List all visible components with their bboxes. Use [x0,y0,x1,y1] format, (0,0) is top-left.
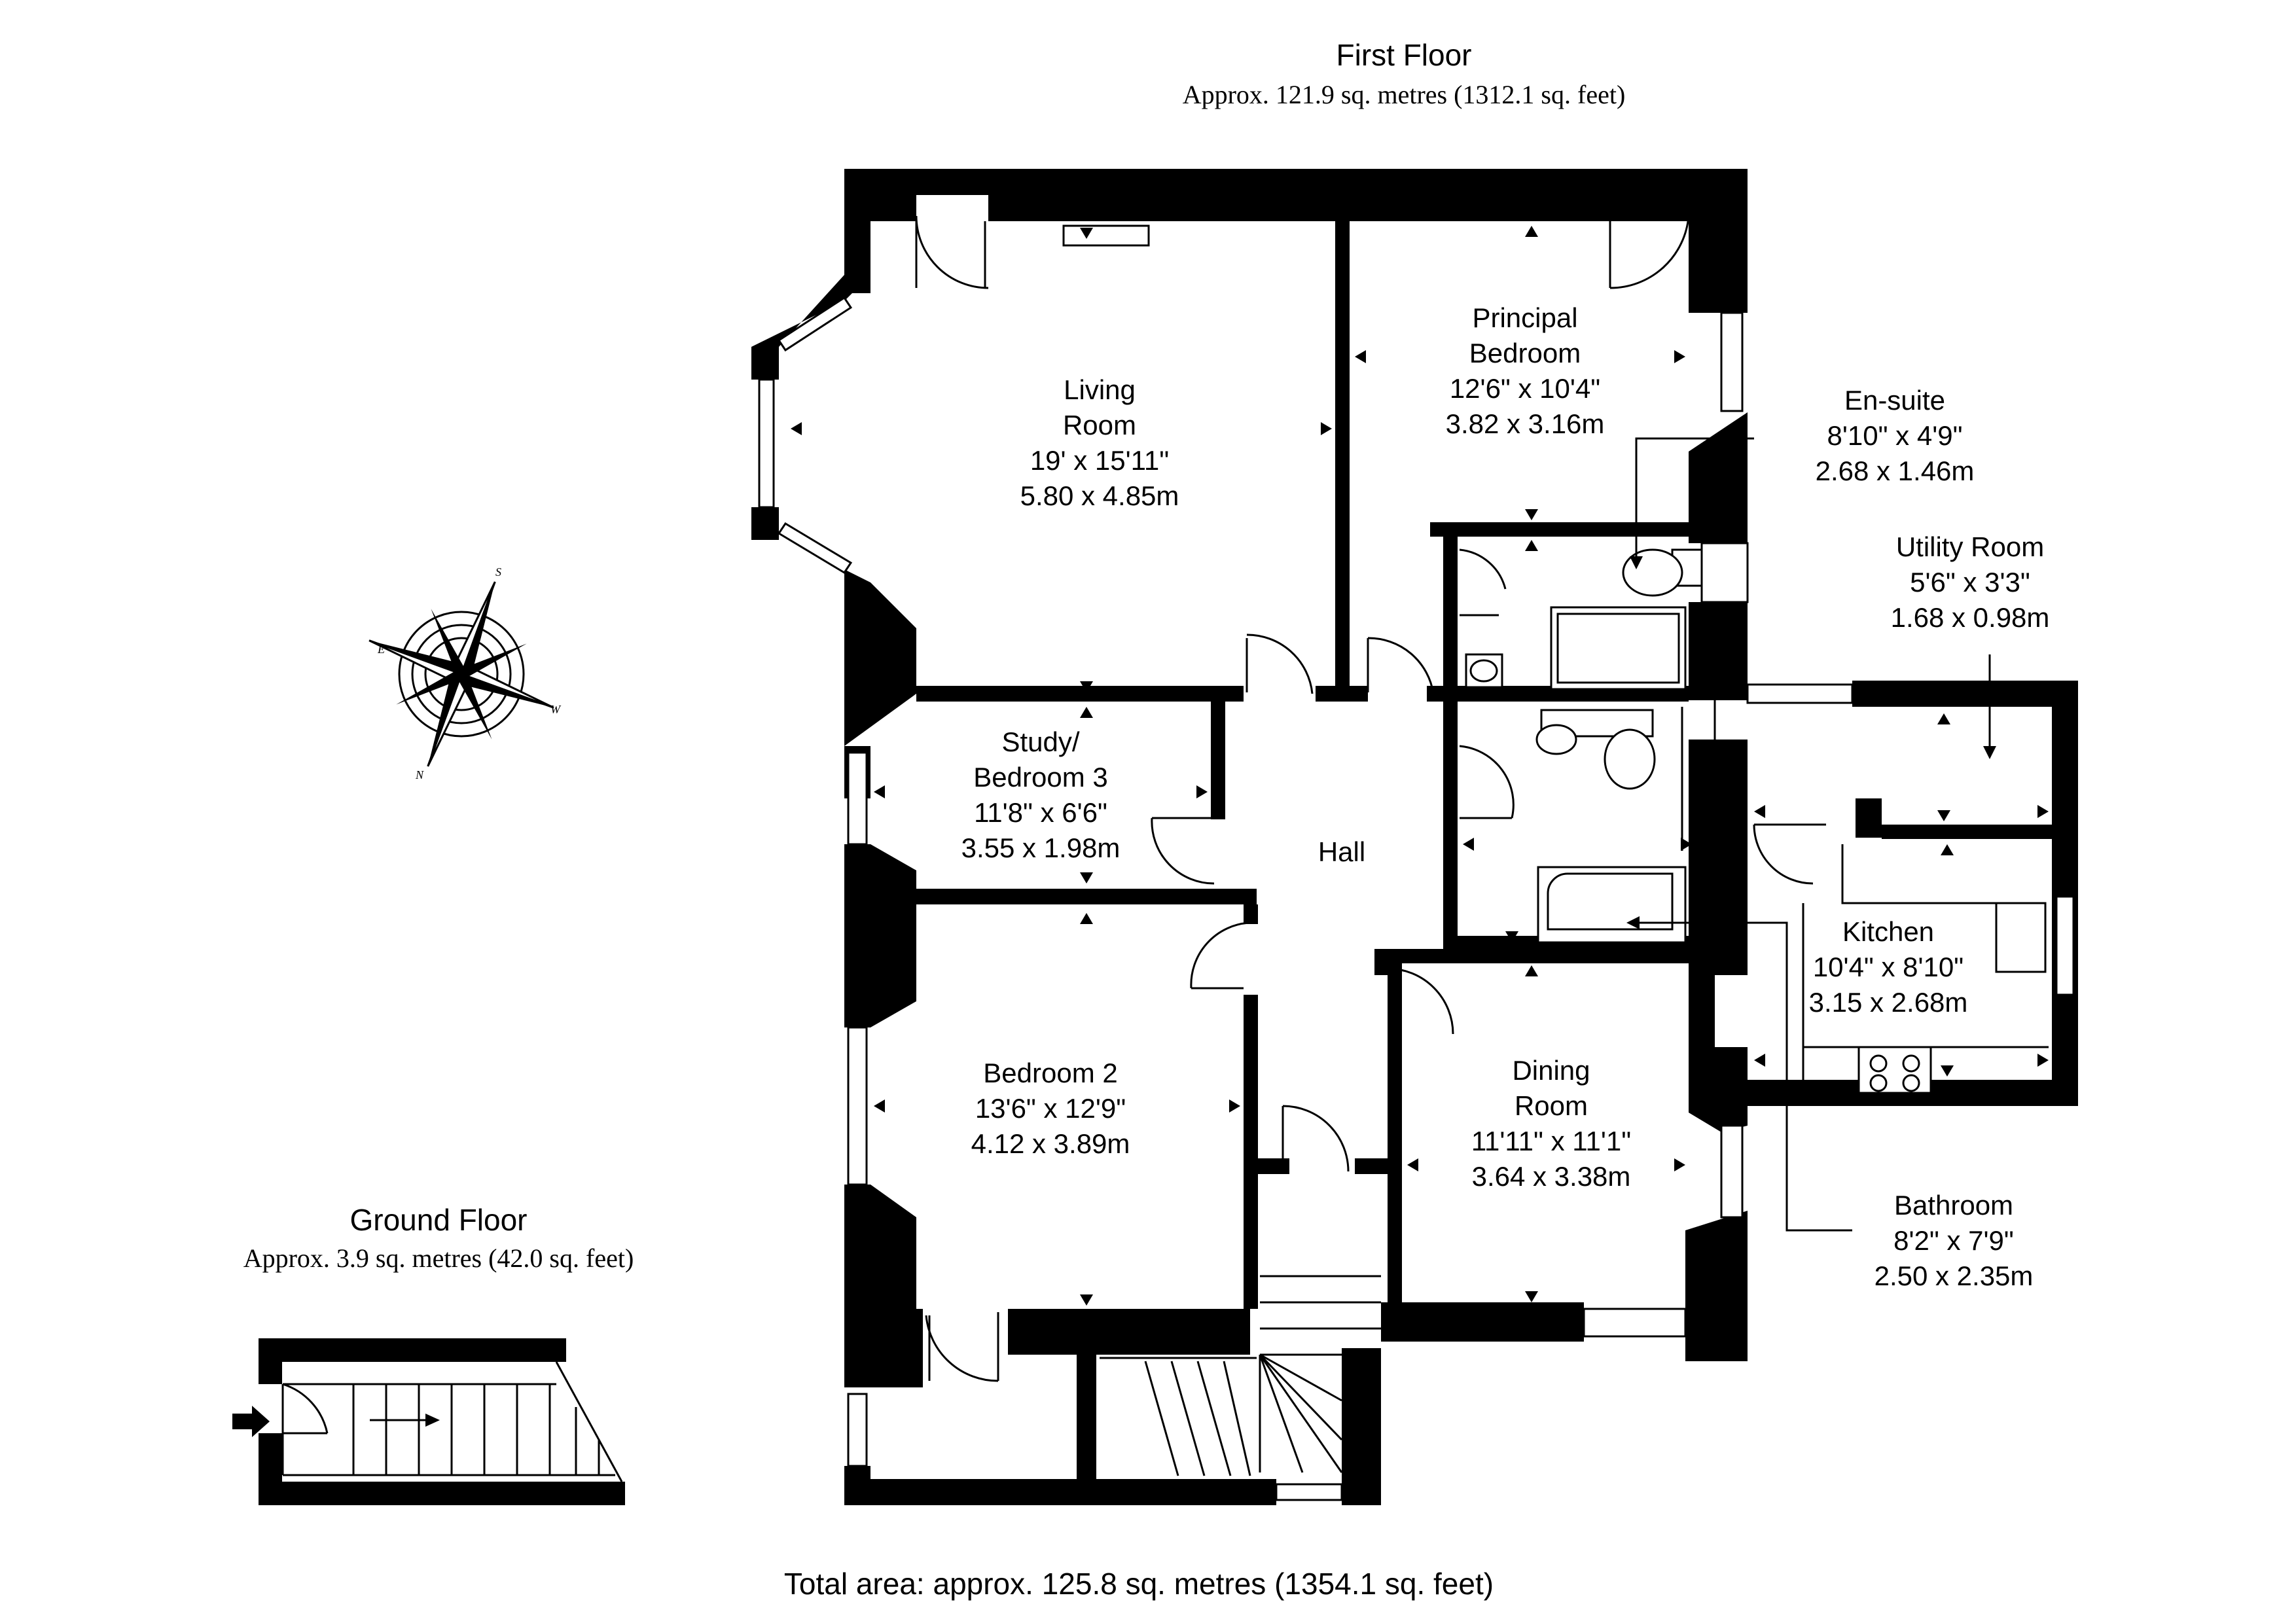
room-name: Hall [1318,836,1365,867]
room-dining: Dining Room 11'11" x 11'1" 3.64 x 3.38m [1471,1055,1631,1192]
room-metric: 3.82 x 3.16m [1446,408,1605,439]
room-imperial: 10'4" x 8'10" [1813,952,1964,982]
compass-label-south: S [495,565,501,579]
ground-floor-stairs [232,1383,600,1475]
room-name: Utility Room [1896,531,2044,562]
room-name-line1: Principal [1472,302,1577,333]
total-area: Total area: approx. 125.8 sq. metres (13… [784,1567,1494,1601]
first-floor-area: Approx. 121.9 sq. metres (1312.1 sq. fee… [1183,80,1626,109]
room-imperial: 11'8" x 6'6" [974,797,1107,828]
fixtures [1062,224,2049,1106]
room-bedroom-2: Bedroom 2 13'6" x 12'9" 4.12 x 3.89m [971,1058,1130,1159]
room-metric: 3.15 x 2.68m [1809,987,1968,1018]
room-name: Bathroom [1894,1190,2013,1221]
room-bathroom: Bathroom 8'2" x 7'9" 2.50 x 2.35m [1874,1190,2034,1291]
compass-label-north: N [415,768,424,781]
doors [915,215,1826,1382]
room-name-line2: Room [1515,1090,1588,1121]
room-name-line1: Study/ [1001,726,1079,757]
first-floor-walls [751,169,2078,1505]
first-floor-title: First Floor [1336,38,1472,72]
room-metric: 3.55 x 1.98m [961,832,1121,863]
room-kitchen: Kitchen 10'4" x 8'10" 3.15 x 2.68m [1809,916,1968,1018]
room-imperial: 8'2" x 7'9" [1893,1225,2014,1256]
room-imperial: 5'6" x 3'3" [1910,567,2030,597]
dimension-markers [791,226,2049,1306]
room-en-suite: En-suite 8'10" x 4'9" 2.68 x 1.46m [1816,385,1975,486]
room-metric: 1.68 x 0.98m [1891,602,2050,633]
room-metric: 4.12 x 3.89m [971,1128,1130,1159]
room-imperial: 8'10" x 4'9" [1827,420,1963,451]
room-name-line1: Dining [1512,1055,1590,1086]
room-name: Kitchen [1842,916,1934,947]
room-metric: 2.68 x 1.46m [1816,455,1975,486]
first-floor-stairs [1100,1275,1381,1476]
leader-lines [1626,437,1996,1232]
ground-floor-walls [259,1338,625,1505]
room-study: Study/ Bedroom 3 11'8" x 6'6" 3.55 x 1.9… [961,726,1121,863]
room-metric: 3.64 x 3.38m [1472,1161,1631,1192]
room-name-line2: Room [1063,410,1136,440]
room-imperial: 19' x 15'11" [1030,445,1169,476]
room-name: Bedroom 2 [983,1058,1117,1088]
room-metric: 5.80 x 4.85m [1020,480,1179,511]
room-imperial: 12'6" x 10'4" [1450,373,1600,404]
room-principal-bedroom: Principal Bedroom 12'6" x 10'4" 3.82 x 3… [1446,302,1605,439]
compass-label-east: E [377,643,385,656]
ground-floor-title: Ground Floor [350,1203,527,1237]
room-name: En-suite [1844,385,1945,416]
room-living: Living Room 19' x 15'11" 5.80 x 4.85m [1020,374,1179,511]
room-metric: 2.50 x 2.35m [1874,1260,2034,1291]
room-utility: Utility Room 5'6" x 3'3" 1.68 x 0.98m [1891,531,2050,633]
room-imperial: 11'11" x 11'1" [1471,1126,1631,1156]
compass-label-west: W [550,703,562,716]
room-hall: Hall [1318,836,1365,867]
room-name-line1: Living [1064,374,1136,405]
room-imperial: 13'6" x 12'9" [975,1093,1126,1124]
compass-rose-icon: S N E W [368,565,562,781]
room-name-line2: Bedroom 3 [973,762,1107,793]
ground-floor-area: Approx. 3.9 sq. metres (42.0 sq. feet) [243,1243,634,1273]
room-name-line2: Bedroom [1469,338,1581,368]
